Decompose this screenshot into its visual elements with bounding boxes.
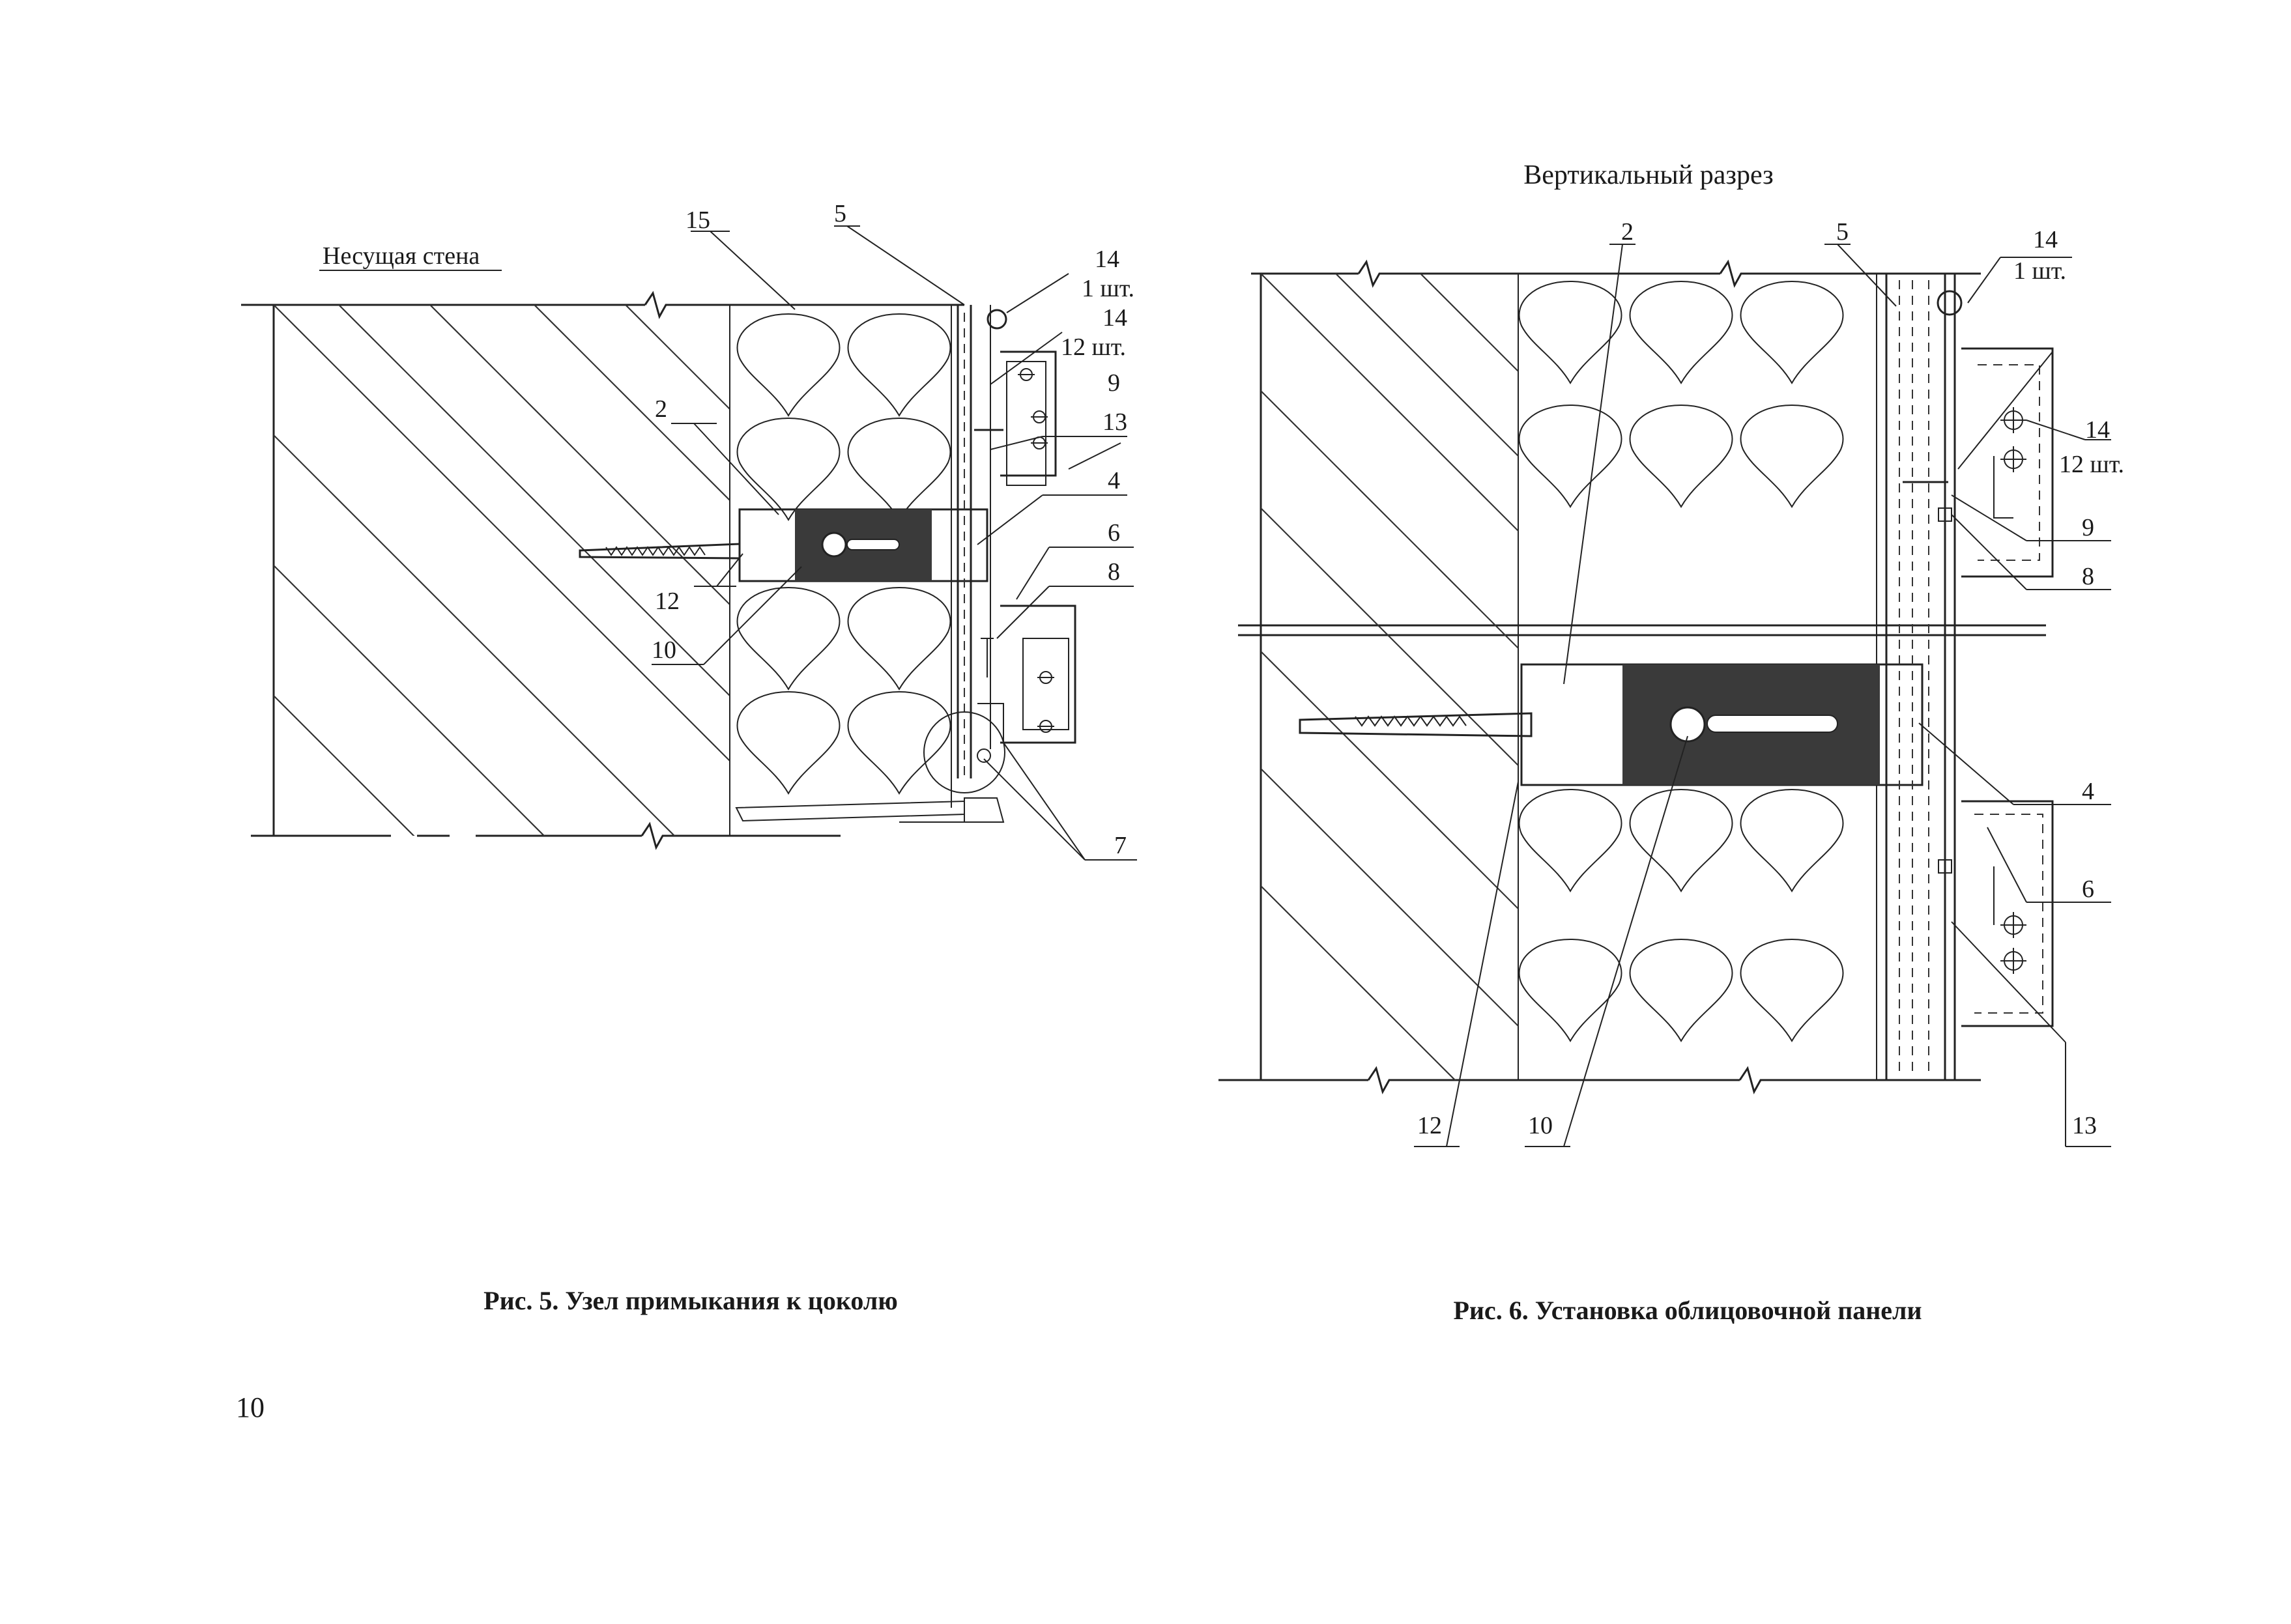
callout-6: 6 [1108, 519, 1120, 547]
callout-14-top: 14 [1095, 246, 1119, 273]
guide-rail-section [1885, 274, 1963, 1080]
callout-14-top-qty: 1 шт. [1082, 275, 1134, 302]
callout-2: 2 [1621, 218, 1634, 246]
callout-6: 6 [2082, 876, 2094, 903]
callout-4: 4 [2082, 778, 2094, 805]
callout-leaders-fig6 [1414, 244, 2111, 1147]
figure-5: Несущая стена 15 5 14 1 шт. 14 12 шт. 9 … [241, 200, 1137, 1315]
callout-4: 4 [1108, 467, 1120, 494]
callout-14-top-qty: 1 шт. [2013, 257, 2066, 285]
lower-bracket-section [1938, 800, 2054, 1027]
callout-14-mid: 14 [1102, 304, 1127, 332]
callout-8: 8 [1108, 558, 1120, 586]
callout-5: 5 [1836, 218, 1849, 246]
figure-6-title: Вертикальный разрез [1523, 160, 1773, 190]
callout-9: 9 [1108, 369, 1120, 397]
guide-rail [957, 305, 1007, 778]
callout-7: 7 [1114, 832, 1127, 859]
callout-12: 12 [1417, 1112, 1442, 1139]
callout-5: 5 [834, 200, 846, 227]
wall-label: Несущая стена [323, 242, 480, 270]
load-bearing-wall-section [1218, 259, 2046, 1094]
upper-bracket [974, 350, 1057, 486]
upper-bracket-section [1903, 347, 2054, 578]
callout-2: 2 [655, 395, 667, 423]
callout-9: 9 [2082, 514, 2094, 541]
callout-13: 13 [1102, 408, 1127, 436]
callout-13: 13 [2072, 1112, 2097, 1139]
lower-bracket [899, 605, 1076, 823]
callout-14-mid-qty: 12 шт. [2059, 451, 2124, 478]
anchor-dowel-section [1299, 663, 1924, 786]
callout-12: 12 [655, 588, 680, 615]
callout-10: 10 [652, 636, 676, 664]
load-bearing-wall [241, 291, 964, 850]
callout-leaders-fig5 [652, 225, 1137, 861]
figure-5-caption: Рис. 5. Узел примыкания к цоколю [483, 1286, 898, 1315]
page-number: 10 [236, 1391, 265, 1423]
callout-10: 10 [1528, 1112, 1553, 1139]
callout-8: 8 [2082, 563, 2094, 590]
callout-14-mid: 14 [2085, 416, 2110, 444]
anchor-dowel [579, 508, 988, 582]
callout-15: 15 [685, 207, 710, 234]
figure-6: Вертикальный разрез [1218, 160, 2124, 1325]
callout-14-mid-qty: 12 шт. [1061, 334, 1126, 361]
figure-6-caption: Рис. 6. Установка облицовочной панели [1453, 1296, 1922, 1325]
callout-14-top: 14 [2033, 226, 2058, 253]
